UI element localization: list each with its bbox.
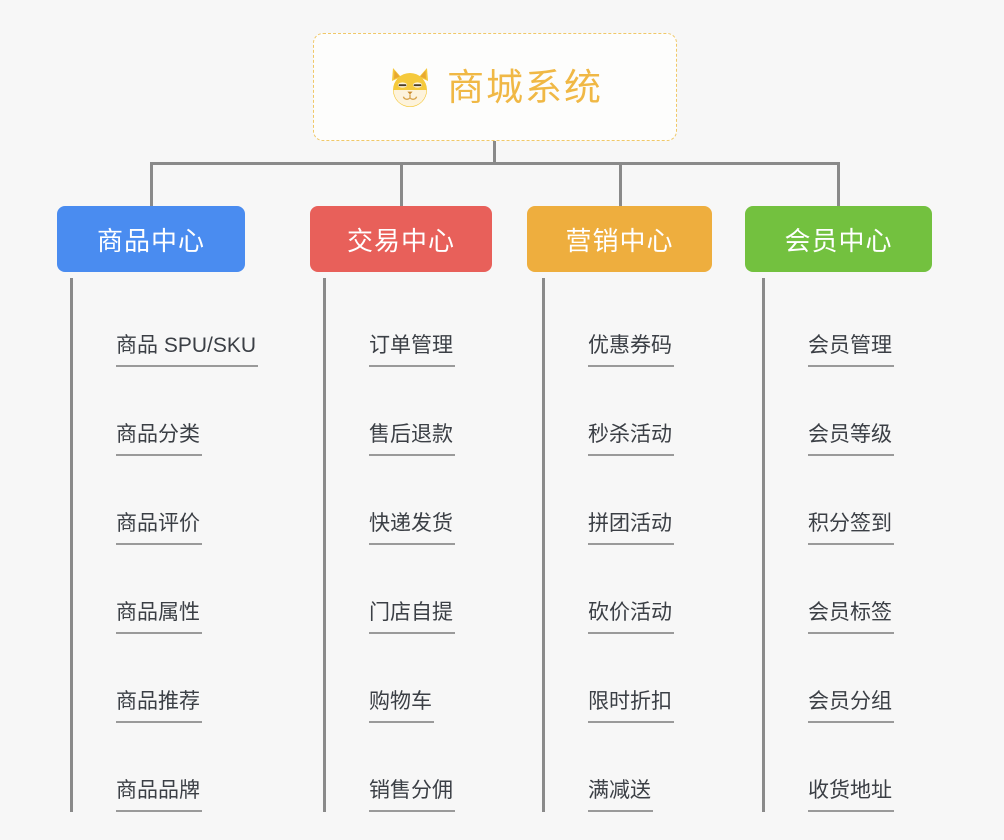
connector-drop-product-center [150,162,153,208]
leaf-item-marketing-3[interactable]: 砍价活动 [542,545,674,634]
leaf-spine [70,278,73,812]
leaf-item-product-3[interactable]: 商品属性 [70,545,202,634]
leaf-item-label: 商品品牌 [116,780,202,812]
shiba-dog-icon [392,68,428,107]
leaf-item-member-3[interactable]: 会员标签 [762,545,894,634]
leaf-item-label: 门店自提 [369,602,455,634]
category-box-trade-center[interactable]: 交易中心 [310,206,492,272]
leaf-item-member-5[interactable]: 收货地址 [762,723,894,812]
leaf-item-label: 收货地址 [808,780,894,812]
leaf-item-label: 商品评价 [116,513,202,545]
connector-root-trunk [493,141,496,165]
leaf-item-member-1[interactable]: 会员等级 [762,367,894,456]
leaf-item-label: 会员标签 [808,602,894,634]
leaf-item-trade-4[interactable]: 购物车 [323,634,434,723]
leaf-item-product-0[interactable]: 商品 SPU/SKU [70,278,259,367]
leaf-item-label: 会员等级 [808,424,894,456]
category-box-marketing-center[interactable]: 营销中心 [527,206,712,272]
connector-drop-trade-center [400,162,403,208]
leaf-item-trade-0[interactable]: 订单管理 [323,278,455,367]
leaf-item-trade-2[interactable]: 快递发货 [323,456,455,545]
leaf-item-label: 快递发货 [369,513,455,545]
leaf-item-marketing-1[interactable]: 秒杀活动 [542,367,674,456]
connector-drop-marketing-center [619,162,622,208]
leaf-item-label: 秒杀活动 [588,424,674,456]
leaf-item-product-2[interactable]: 商品评价 [70,456,202,545]
leaf-item-member-4[interactable]: 会员分组 [762,634,894,723]
leaf-item-product-5[interactable]: 商品品牌 [70,723,202,812]
leaf-item-label: 会员分组 [808,691,894,723]
leaf-item-label: 商品分类 [116,424,202,456]
leaf-item-label: 商品属性 [116,602,202,634]
connector-horizontal-bus [150,162,840,165]
category-box-product-center[interactable]: 商品中心 [57,206,245,272]
leaf-spine [323,278,326,812]
leaf-item-label: 售后退款 [369,424,455,456]
root-node-title: 商城系统 [447,66,603,108]
leaf-item-label: 优惠券码 [588,335,674,367]
leaf-item-marketing-4[interactable]: 限时折扣 [542,634,674,723]
leaf-item-marketing-0[interactable]: 优惠券码 [542,278,674,367]
leaf-item-label: 销售分佣 [369,780,455,812]
leaf-item-label: 商品推荐 [116,691,202,723]
leaf-item-label: 限时折扣 [588,691,674,723]
leaf-item-member-2[interactable]: 积分签到 [762,456,894,545]
category-box-member-center[interactable]: 会员中心 [745,206,932,272]
leaf-item-label: 满减送 [588,780,653,812]
category-label: 交易中心 [346,225,455,256]
leaf-item-trade-5[interactable]: 销售分佣 [323,723,455,812]
category-label: 营销中心 [565,225,674,256]
root-node-mall-system[interactable]: 商城系统 [313,33,677,141]
leaf-item-trade-1[interactable]: 售后退款 [323,367,455,456]
leaf-item-marketing-5[interactable]: 满减送 [542,723,653,812]
leaf-item-label: 拼团活动 [588,513,674,545]
leaf-item-label: 订单管理 [369,335,455,367]
category-label: 商品中心 [96,225,205,256]
category-label: 会员中心 [784,225,893,256]
leaf-item-trade-3[interactable]: 门店自提 [323,545,455,634]
leaf-item-label: 购物车 [369,691,434,723]
leaf-spine [762,278,765,812]
leaf-item-marketing-2[interactable]: 拼团活动 [542,456,674,545]
leaf-item-label: 会员管理 [808,335,894,367]
connector-drop-member-center [837,162,840,208]
leaf-item-member-0[interactable]: 会员管理 [762,278,894,367]
leaf-item-product-4[interactable]: 商品推荐 [70,634,202,723]
leaf-item-label: 砍价活动 [588,602,674,634]
leaf-item-label: 商品 SPU/SKU [116,335,259,367]
leaf-item-label: 积分签到 [808,513,894,545]
leaf-spine [542,278,545,812]
leaf-item-product-1[interactable]: 商品分类 [70,367,202,456]
